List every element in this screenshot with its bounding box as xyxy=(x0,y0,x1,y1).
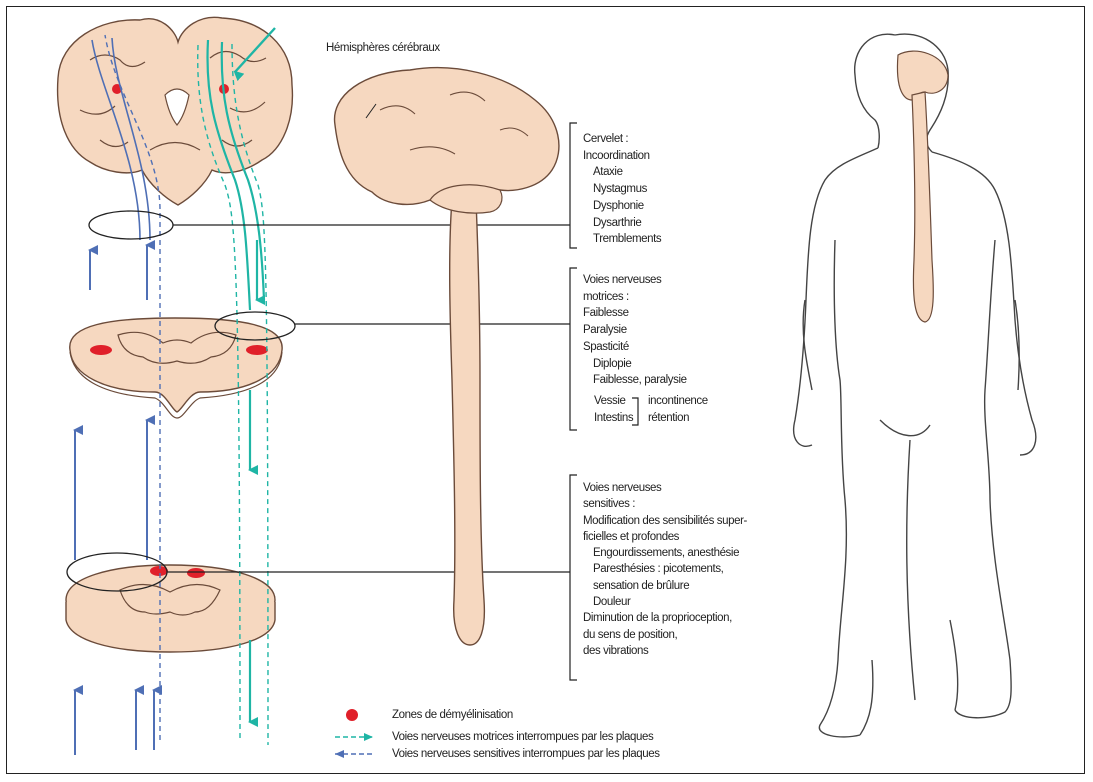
motrices-item: Paralysie xyxy=(583,322,687,339)
figure-brain-cord xyxy=(897,51,948,322)
legend-motor: Voies nerveuses motrices interrompues pa… xyxy=(392,730,653,744)
motrices-retention: rétention xyxy=(648,411,689,425)
label-hemispheres: Hémisphères cérébraux xyxy=(326,41,440,55)
sensitives-title-1: Voies nerveuses xyxy=(583,480,747,496)
legend-sensory: Voies nerveuses sensitives interrompues … xyxy=(392,747,660,761)
sensitives-mod-2: ficielles et profondes xyxy=(583,529,747,545)
lesion-spot xyxy=(90,345,112,355)
cervelet-item: Ataxie xyxy=(583,164,661,181)
block-sensitives: Voies nerveuses sensitives : Modificatio… xyxy=(583,480,747,659)
motrices-title-2: motrices : xyxy=(583,289,687,306)
sensitives-dim-3: des vibrations xyxy=(583,643,747,659)
motrices-vessie: Vessie xyxy=(594,394,625,408)
cervelet-item: Dysarthrie xyxy=(583,215,661,232)
sensitives-sub: Douleur xyxy=(583,594,747,610)
sensitives-dim-1: Diminution de la proprioception, xyxy=(583,610,747,626)
motrices-item: Faiblesse xyxy=(583,305,687,322)
legend-lesion-dot xyxy=(346,709,358,721)
block-cervelet: Cervelet : Incoordination Ataxie Nystagm… xyxy=(583,131,661,248)
leader-lines xyxy=(167,225,570,572)
block-motrices: Voies nerveuses motrices : Faiblesse Par… xyxy=(583,272,687,389)
legend-motor-arrow-icon xyxy=(364,733,373,741)
sensitives-sub: Paresthésies : picotements, xyxy=(583,561,747,577)
motrices-incontinence: incontinence xyxy=(648,394,708,408)
cervelet-item: Nystagmus xyxy=(583,181,661,198)
spinal-section-lower xyxy=(66,565,275,652)
cervelet-title: Cervelet : xyxy=(583,131,661,148)
sensitives-sub: Engourdissements, anesthésie xyxy=(583,545,747,561)
brain-and-spinal-cord xyxy=(335,68,559,645)
motrices-intestins: Intestins xyxy=(594,411,633,425)
sensitives-sub: sensation de brûlure xyxy=(583,578,747,594)
lesion-spot xyxy=(246,345,268,355)
sensitives-dim-2: du sens de position, xyxy=(583,627,747,643)
motrices-sub-item: Diplopie xyxy=(583,356,687,373)
cervelet-item: Tremblements xyxy=(583,231,661,248)
motrices-sub-item: Faiblesse, paralysie xyxy=(583,372,687,389)
motrices-title-1: Voies nerveuses xyxy=(583,272,687,289)
legend-demyelination: Zones de démyélinisation xyxy=(392,708,513,722)
sensitives-mod-1: Modification des sensibilités super- xyxy=(583,513,747,529)
sensitives-title-2: sensitives : xyxy=(583,496,747,512)
cervelet-heading: Incoordination xyxy=(583,148,661,165)
legend-sensory-arrow-icon xyxy=(335,750,344,758)
lesion-spot xyxy=(187,568,205,578)
cervelet-item: Dysphonie xyxy=(583,198,661,215)
motrices-item: Spasticité xyxy=(583,339,687,356)
